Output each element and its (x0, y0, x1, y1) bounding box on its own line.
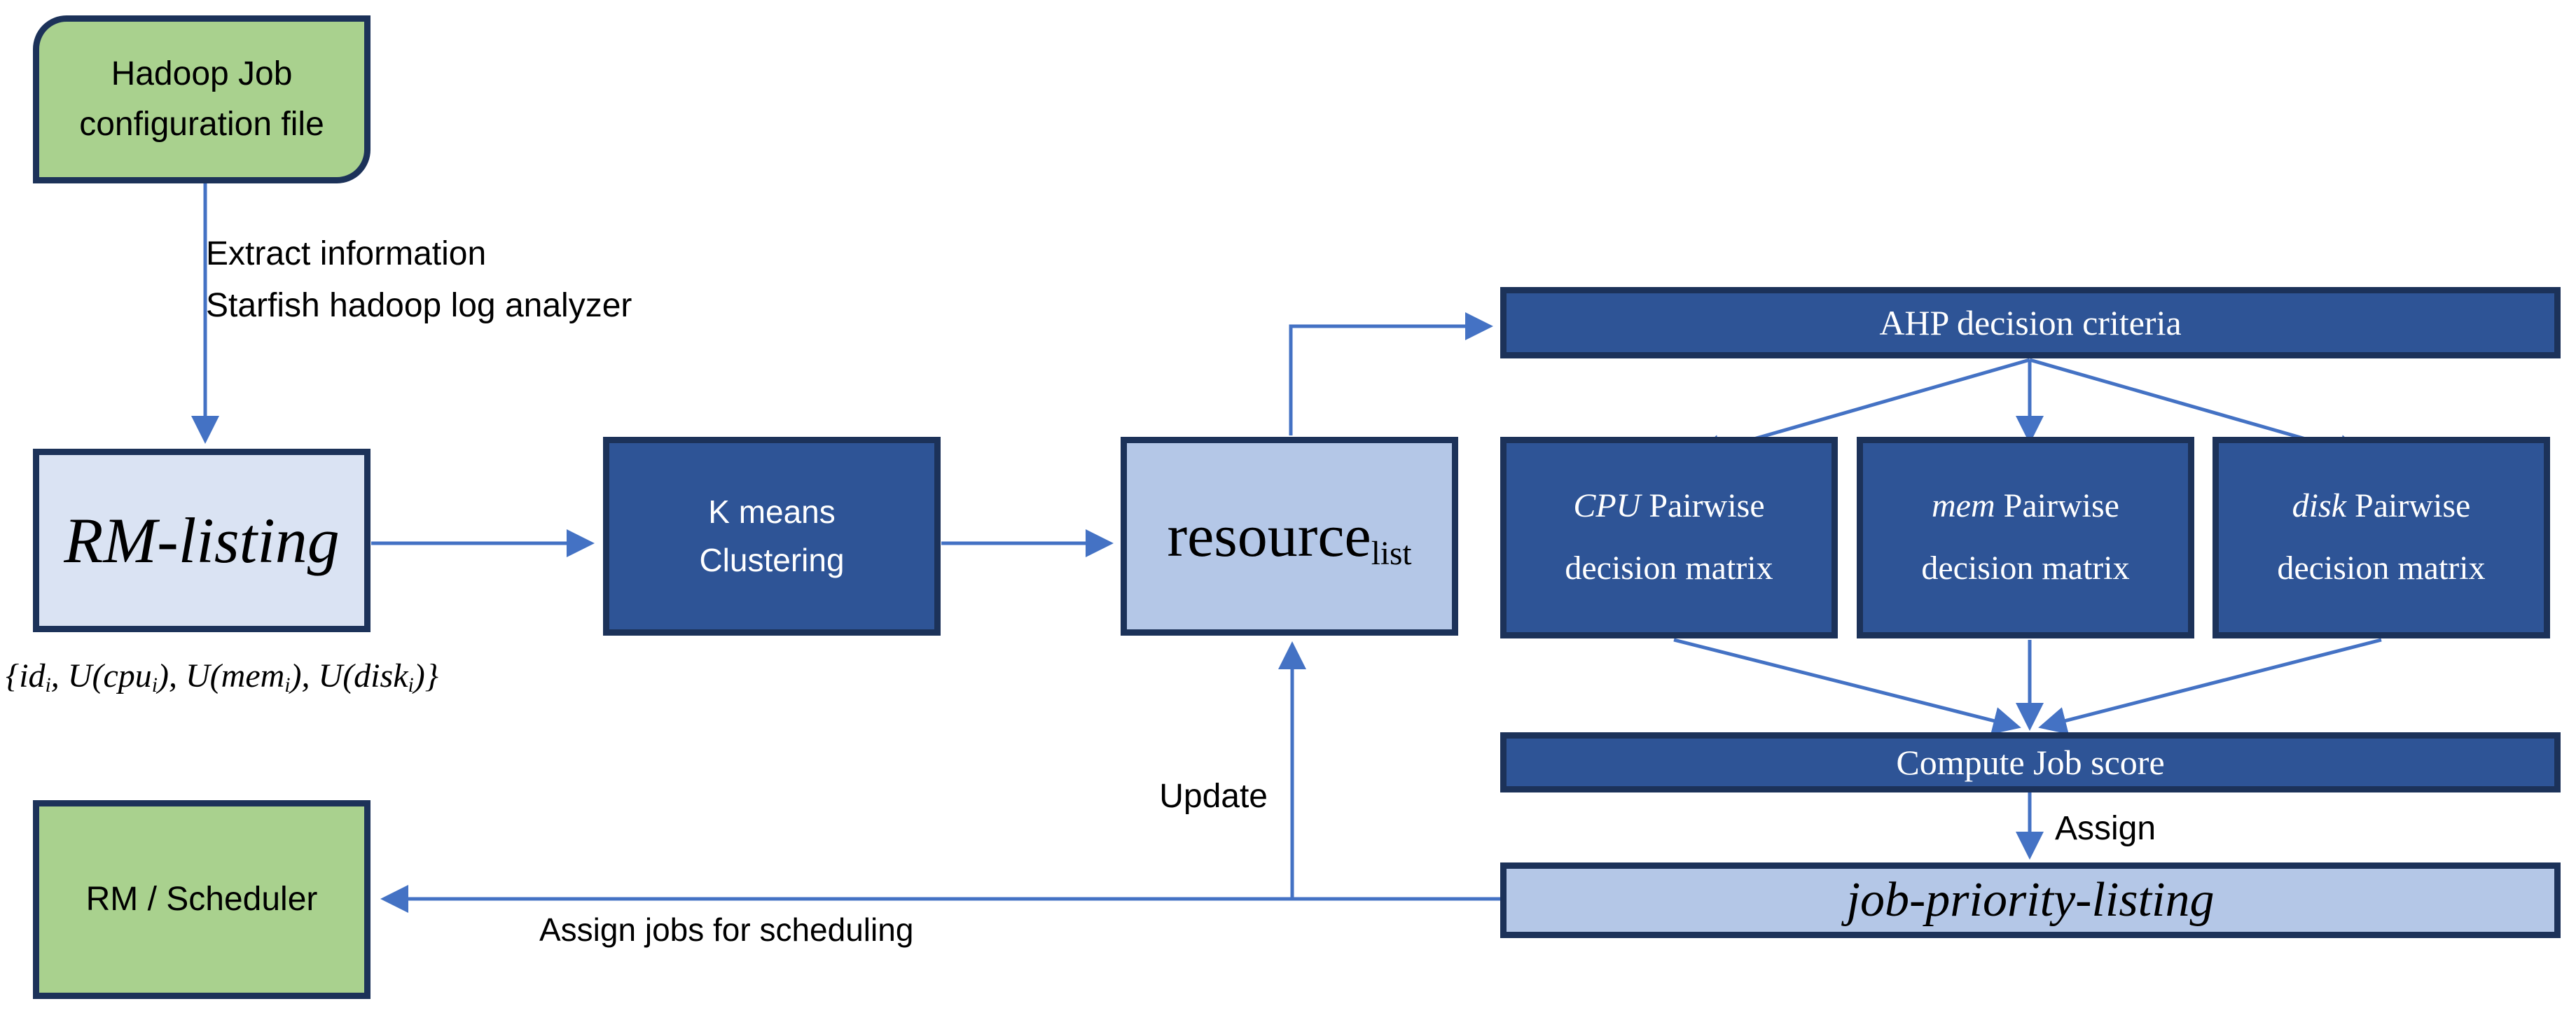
node-compute-job-score: Compute Job score (1500, 732, 2561, 792)
edge-cpu-to-compute (1673, 638, 2021, 735)
edge-label-assign: Assign (2055, 810, 2156, 847)
job-priority-listing-label: job-priority-listing (1846, 873, 2215, 927)
edge-label-extract-information: Extract information Starfish hadoop log … (206, 228, 632, 333)
compute-job-score-label: Compute Job score (1896, 743, 2165, 782)
disk-matrix-line2: decision matrix (2277, 550, 2486, 587)
kmeans-label-line1: K means (708, 494, 836, 530)
node-mem-pairwise-matrix: mem Pairwise decision matrix (1857, 437, 2194, 638)
node-cpu-pairwise-matrix: CPU Pairwise decision matrix (1500, 437, 1838, 638)
extract-label-line1: Extract information (206, 235, 487, 272)
edge-label-update: Update (1159, 778, 1268, 815)
resource-list-label: resourcelist (1167, 501, 1412, 572)
node-rm-listing: RM-listing (33, 449, 371, 632)
edge-disk-to-compute (2038, 638, 2382, 734)
cpu-matrix-line2: decision matrix (1565, 550, 1773, 587)
rm-listing-tuple-annotation: {idi, U(cpui), U(memi), U(diski)} (6, 657, 438, 697)
node-kmeans-clustering: K means Clustering (603, 437, 941, 636)
kmeans-label-line2: Clustering (699, 542, 845, 578)
mem-matrix-line2: decision matrix (1921, 550, 2130, 587)
disk-matrix-line1: disk Pairwise (2292, 487, 2471, 525)
hadoop-config-label-line1: Hadoop Job (111, 55, 293, 92)
cpu-matrix-line1: CPU Pairwise (1573, 487, 1765, 525)
rm-scheduler-label: RM / Scheduler (85, 881, 318, 918)
extract-label-line2: Starfish hadoop log analyzer (206, 287, 632, 325)
node-ahp-decision-criteria: AHP decision criteria (1500, 287, 2561, 358)
node-hadoop-config-file: Hadoop Job configuration file (33, 15, 371, 183)
node-rm-scheduler: RM / Scheduler (33, 800, 371, 999)
edge-label-assign-jobs-for-scheduling: Assign jobs for scheduling (539, 911, 914, 948)
hadoop-config-label-line2: configuration file (79, 106, 324, 143)
ahp-label: AHP decision criteria (1879, 303, 2182, 342)
node-resource-list: resourcelist (1121, 437, 1458, 636)
rm-listing-label: RM-listing (64, 505, 340, 576)
node-job-priority-listing: job-priority-listing (1500, 862, 2561, 938)
edge-resource-to-ahp (1289, 312, 1493, 435)
resource-list-subscript: list (1371, 535, 1412, 572)
node-disk-pairwise-matrix: disk Pairwise decision matrix (2213, 437, 2550, 638)
mem-matrix-line1: mem Pairwise (1932, 487, 2119, 525)
